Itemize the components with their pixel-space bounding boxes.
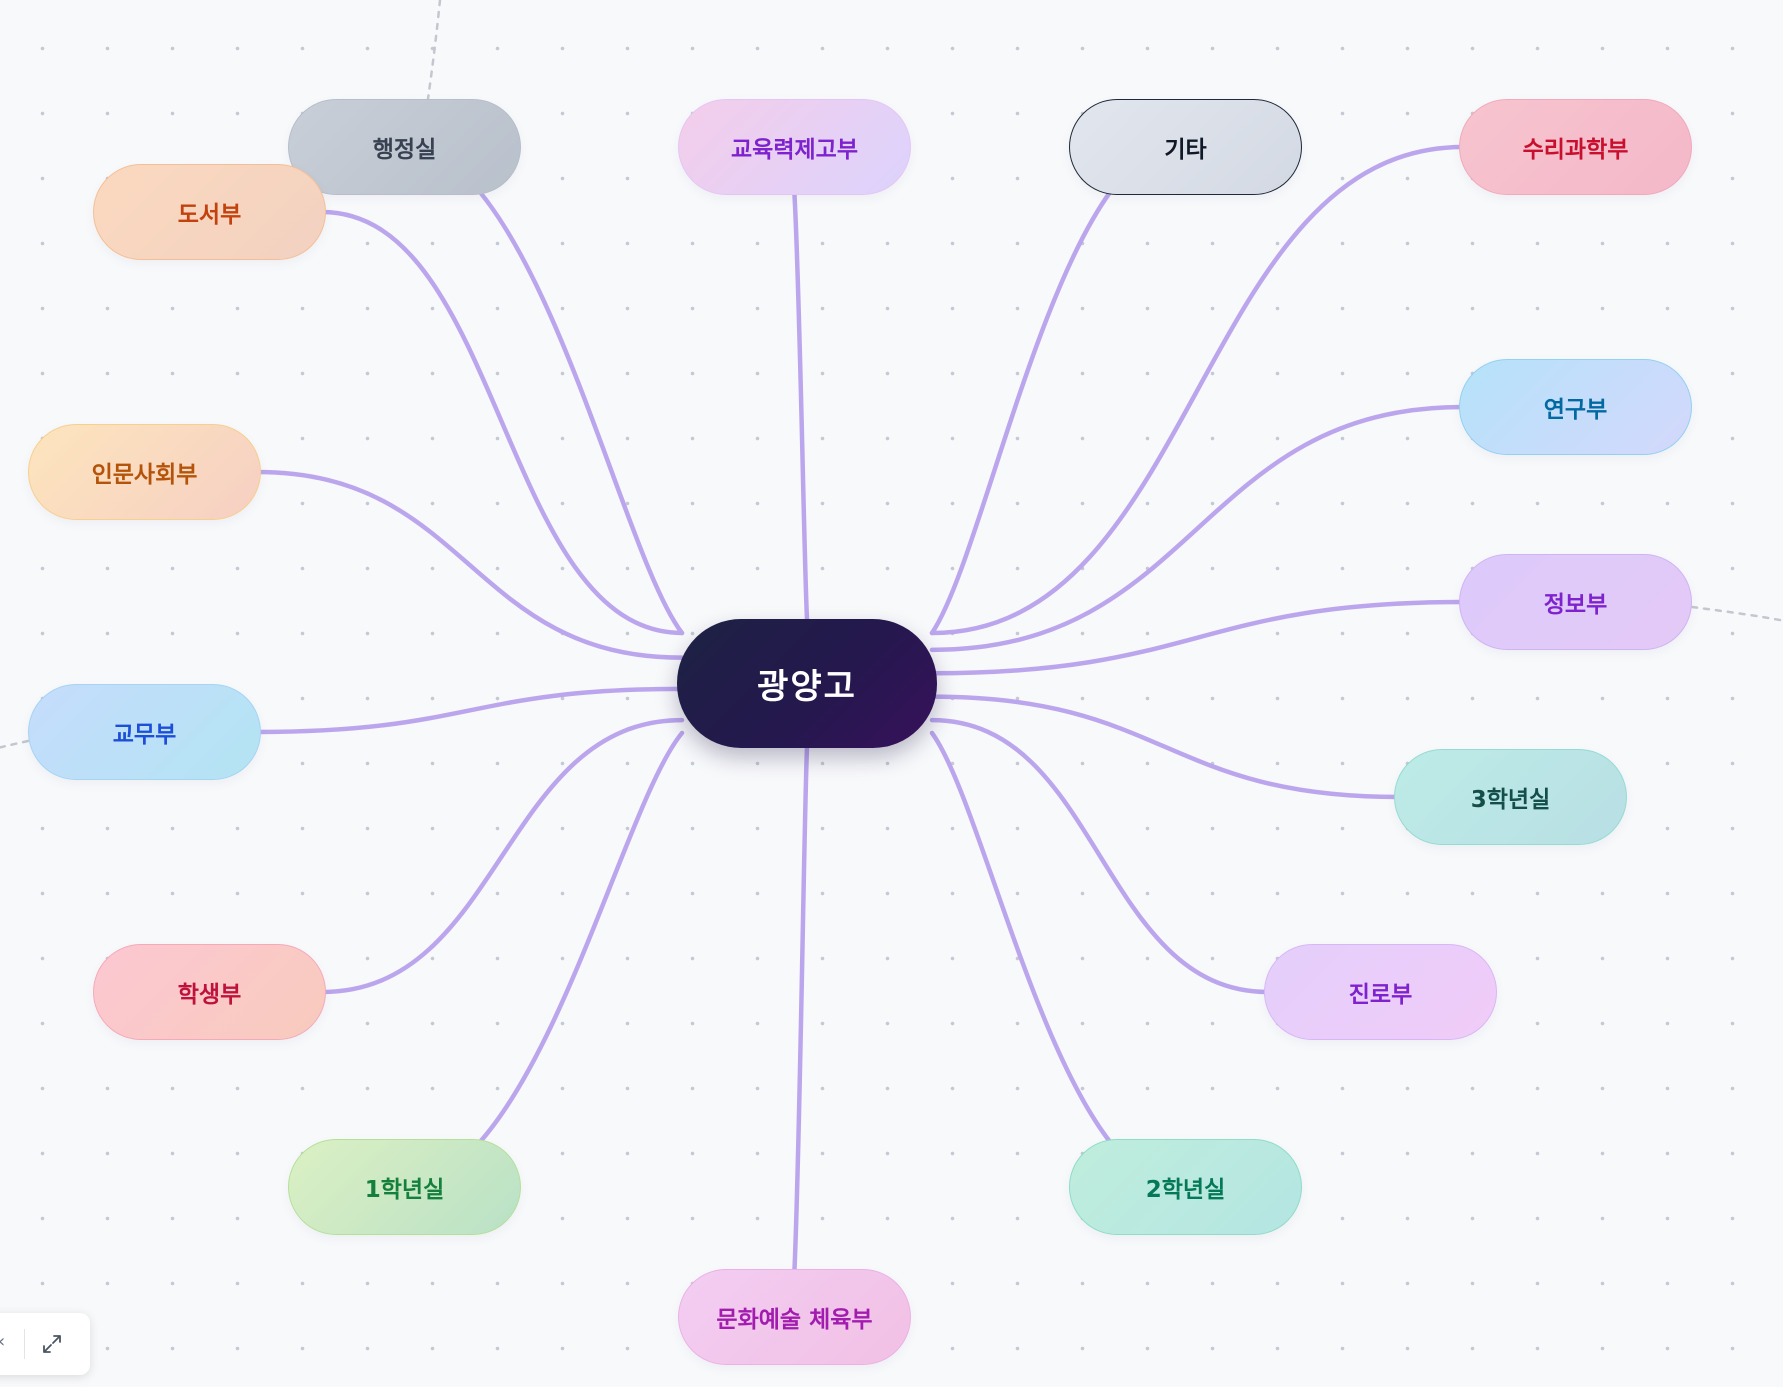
node-center[interactable]: 광양고 bbox=[677, 619, 937, 748]
control-divider bbox=[24, 1329, 25, 1359]
node-gyomubu[interactable]: 교무부 bbox=[28, 684, 261, 780]
node-label: 수리과학부 bbox=[1522, 137, 1629, 163]
fit-view-icon[interactable] bbox=[40, 1332, 64, 1356]
view-controls: ‹ bbox=[0, 1313, 90, 1375]
zoom-out-icon[interactable]: ‹ bbox=[0, 1331, 5, 1352]
node-2hakneonsil[interactable]: 2학년실 bbox=[1069, 1139, 1302, 1235]
edge-2hak bbox=[929, 730, 1114, 1146]
node-jinrobu[interactable]: 진로부 bbox=[1264, 944, 1497, 1040]
node-haengjeongsil[interactable]: 행정실 bbox=[288, 99, 521, 195]
node-label: 인문사회부 bbox=[91, 462, 198, 488]
node-munhwayesul-cheyukbu[interactable]: 문화예술 체육부 bbox=[678, 1269, 911, 1365]
node-label: 교육력제고부 bbox=[731, 137, 858, 163]
node-inmunsahoebu[interactable]: 인문사회부 bbox=[28, 424, 261, 520]
node-gyoyukryeokjegobu[interactable]: 교육력제고부 bbox=[678, 99, 911, 195]
edge-haksaeng bbox=[319, 717, 685, 995]
node-label: 1학년실 bbox=[364, 1177, 445, 1203]
node-jeongbobu[interactable]: 정보부 bbox=[1459, 554, 1692, 650]
edge-surigwahak bbox=[929, 144, 1466, 636]
edge-jeongbo bbox=[929, 599, 1466, 676]
node-label: 교무부 bbox=[112, 722, 177, 748]
node-surigwahakbu[interactable]: 수리과학부 bbox=[1459, 99, 1692, 195]
node-label: 학생부 bbox=[177, 982, 242, 1008]
node-doseobu[interactable]: 도서부 bbox=[93, 164, 326, 260]
edge-1hak bbox=[476, 730, 685, 1146]
edge-jinro bbox=[929, 717, 1271, 995]
edge-haengjeongsil bbox=[476, 188, 685, 636]
node-label: 문화예술 체육부 bbox=[716, 1307, 873, 1333]
node-label: 행정실 bbox=[372, 137, 437, 163]
node-label: 진로부 bbox=[1348, 982, 1413, 1008]
dashed-edge-top bbox=[426, 0, 442, 101]
node-label: 정보부 bbox=[1543, 592, 1608, 618]
edge-gyomu bbox=[254, 686, 685, 735]
node-label: 도서부 bbox=[177, 202, 242, 228]
node-center-label: 광양고 bbox=[757, 667, 857, 707]
node-gita[interactable]: 기타 bbox=[1069, 99, 1302, 195]
node-yeongubu[interactable]: 연구부 bbox=[1459, 359, 1692, 455]
dashed-edge-right bbox=[1690, 605, 1783, 622]
edge-gita bbox=[929, 188, 1114, 636]
node-label: 기타 bbox=[1164, 137, 1207, 163]
edge-munhwa bbox=[792, 744, 810, 1272]
node-1hakneonsil[interactable]: 1학년실 bbox=[288, 1139, 521, 1235]
node-3hakneonsil[interactable]: 3학년실 bbox=[1394, 749, 1627, 845]
dashed-edge-left bbox=[0, 739, 30, 749]
edge-yeongu bbox=[929, 404, 1466, 653]
node-label: 3학년실 bbox=[1470, 787, 1551, 813]
edge-gyoyukryeok bbox=[792, 192, 810, 622]
edge-inmunsahoe bbox=[254, 469, 685, 660]
node-label: 연구부 bbox=[1543, 397, 1608, 423]
edge-3hak bbox=[929, 694, 1401, 800]
edge-doseo bbox=[319, 209, 685, 636]
node-haksaengbu[interactable]: 학생부 bbox=[93, 944, 326, 1040]
node-label: 2학년실 bbox=[1145, 1177, 1226, 1203]
